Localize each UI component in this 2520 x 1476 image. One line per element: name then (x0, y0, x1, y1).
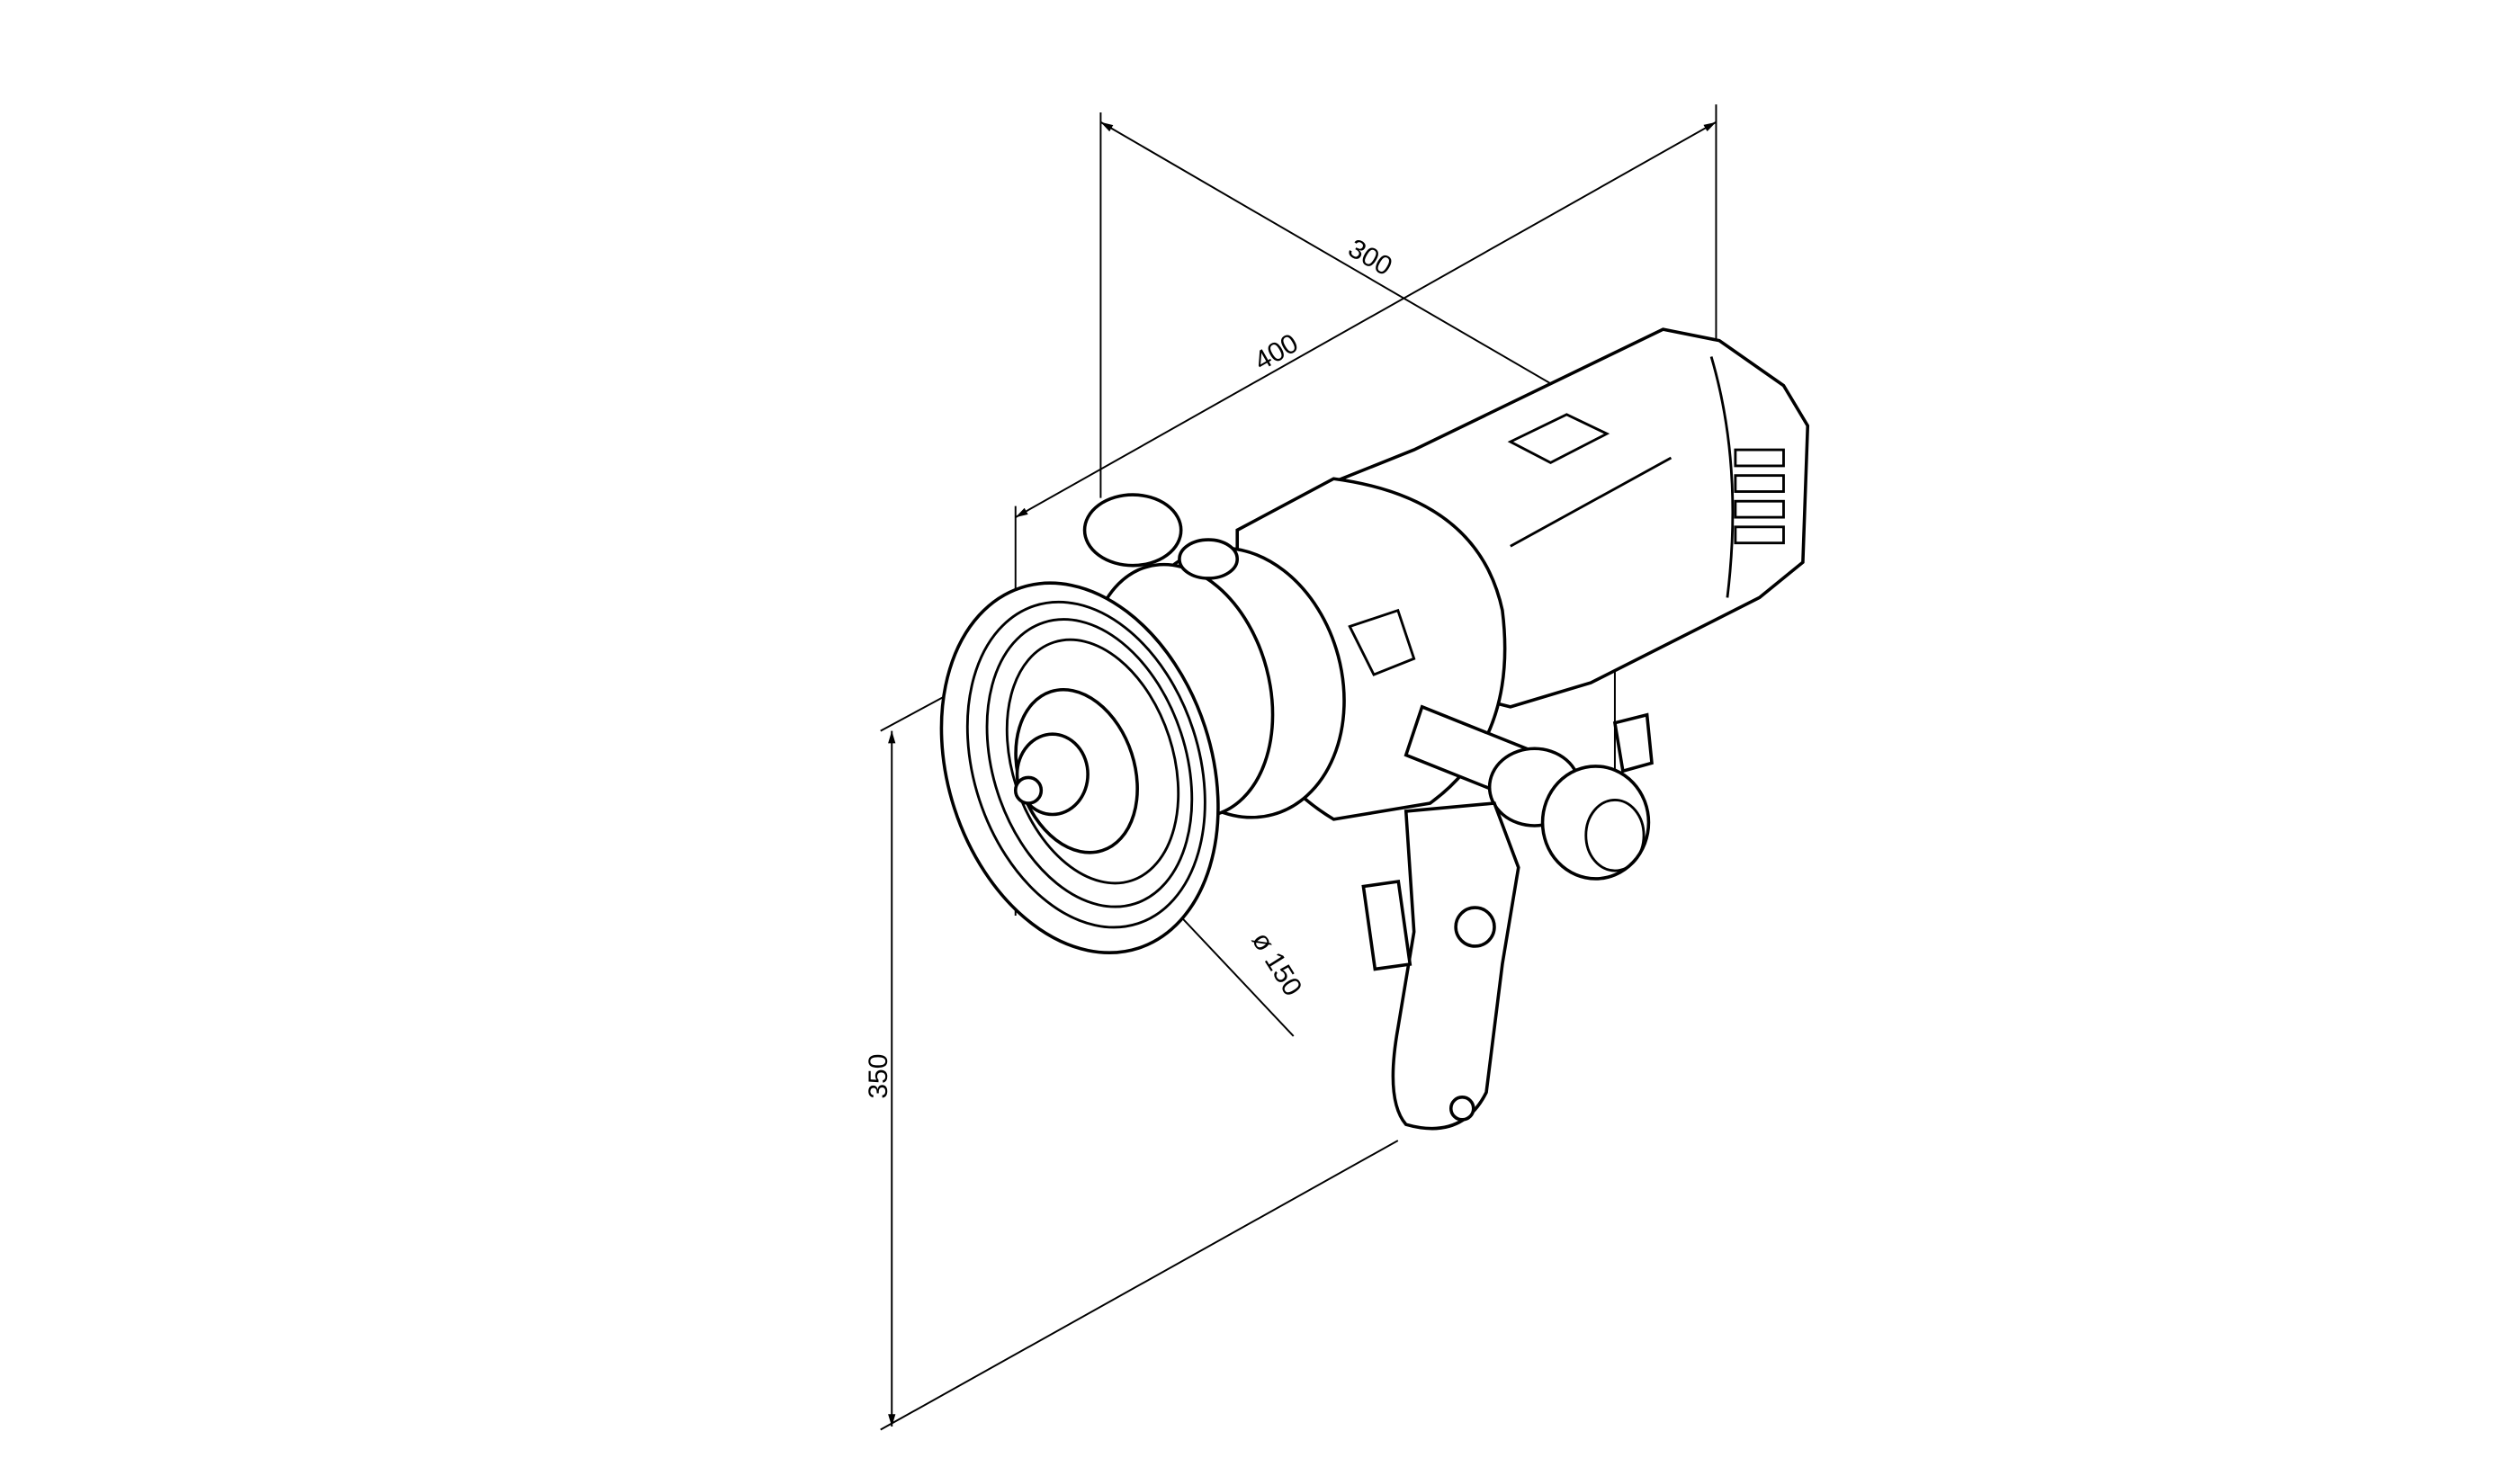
dimension-350-label: 350 (864, 1054, 893, 1099)
pistol-grip (1361, 801, 1520, 1131)
top-knob (1082, 493, 1240, 580)
dimension-300-label: 300 (1343, 234, 1397, 282)
dimension-400-label: 400 (1250, 328, 1304, 377)
side-handle (1403, 704, 1654, 881)
dimension-diameter-label: ø 150 (1246, 927, 1308, 1002)
disc (939, 581, 1220, 954)
